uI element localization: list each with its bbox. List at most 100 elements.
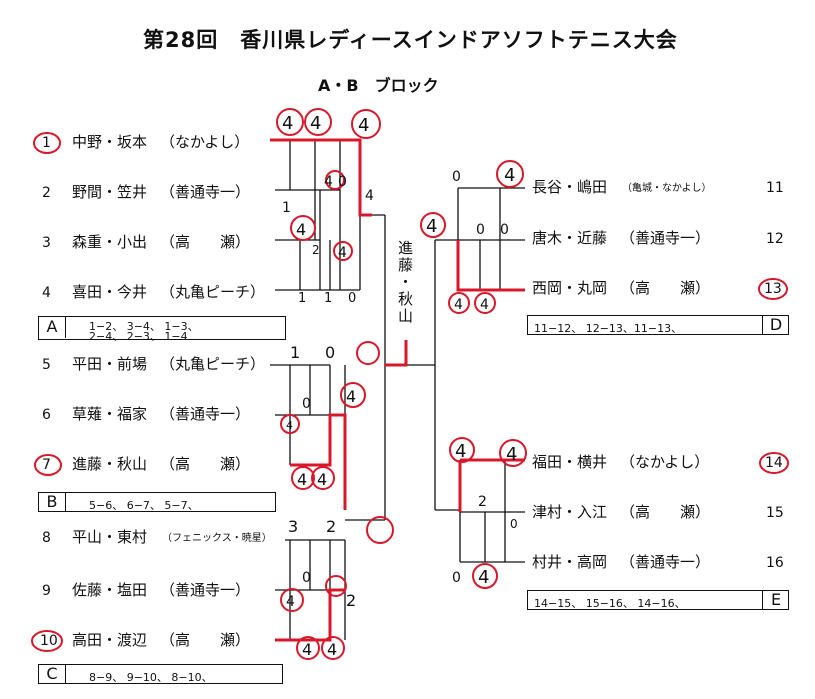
entry-club: （善通寺一）: [160, 581, 251, 599]
score-text: 4: [286, 419, 293, 432]
entry-number: 9: [42, 583, 51, 599]
seed-circle-13: [758, 278, 788, 300]
block-letter: B: [39, 492, 66, 512]
seed-circle-1: [33, 132, 61, 154]
score-text: 3: [288, 517, 298, 536]
entry-club: （高 瀬）: [160, 631, 251, 649]
block-subtitle: A・B ブロック: [318, 76, 439, 95]
entry-number: 5: [42, 357, 51, 373]
final-winner-label: 進藤・秋山: [396, 240, 414, 325]
entry-number: 10: [40, 633, 58, 649]
score-text: 0: [302, 396, 311, 412]
entry-names: 平田・前場: [72, 355, 148, 373]
entry-number: 16: [766, 555, 784, 571]
block-d-lines: [457, 187, 525, 291]
entry-names: 進藤・秋山: [72, 455, 148, 473]
score-text: 4: [506, 444, 517, 465]
score-text: 2: [312, 243, 320, 257]
match-order-box-c: C 8−9、 9−10、 8−10、: [38, 664, 283, 684]
match-order-text: 11−12、 12−13、11−13、: [534, 322, 683, 335]
score-text: 0: [325, 343, 335, 362]
match-order-text: 5−6、 6−7、 5−7、: [89, 499, 199, 512]
block-letter: E: [762, 590, 789, 610]
score-text: 4: [297, 470, 307, 489]
score-text: 4: [324, 174, 333, 190]
match-order-text: 2−4、 2−3、 1−4: [89, 330, 188, 343]
score-text: 1: [324, 291, 332, 306]
match-order-text: 14−15、 15−16、 14−16、: [534, 597, 686, 610]
winner-path: [270, 138, 525, 642]
score-text: 0: [348, 291, 356, 306]
score-text: 0: [338, 174, 347, 190]
entry-club: （高 瀬）: [160, 233, 251, 251]
score-text: 1: [298, 291, 306, 306]
score-text: 4: [478, 567, 489, 588]
score-text: 1: [290, 343, 300, 362]
entry-names: 唐木・近藤: [532, 229, 608, 247]
match-order-text: 1−2、 3−4、 1−3、: [89, 320, 199, 333]
entry-names: 西岡・丸岡: [532, 279, 608, 297]
match-order-box-b: B 5−6、 6−7、 5−7、: [38, 492, 276, 512]
entry-names: 佐藤・塩田: [72, 581, 148, 599]
seed-circle-10: [31, 630, 63, 652]
entry-number: 8: [42, 530, 51, 546]
entry-names: 平山・東村: [72, 528, 148, 546]
score-text: 4: [454, 297, 463, 313]
entry-names: 津村・入江: [532, 503, 608, 521]
entry-names: 中野・坂本: [72, 133, 148, 151]
entry-club: （高 瀬）: [620, 279, 711, 297]
block-letter: C: [39, 664, 66, 684]
entry-number: 1: [42, 135, 51, 151]
match-order-text: 8−9、 9−10、 8−10、: [89, 671, 213, 684]
match-order-box-e: 14−15、 15−16、 14−16、 E: [527, 590, 789, 610]
match-order-box-d: 11−12、 12−13、11−13、 D: [527, 315, 789, 335]
entry-names: 福田・横井: [532, 453, 608, 471]
entry-number: 13: [764, 281, 782, 297]
entry-club: （丸亀ピーチ）: [160, 355, 266, 373]
entry-number: 4: [42, 285, 51, 301]
seed-circle-14: [759, 452, 789, 474]
score-text: 1: [282, 200, 291, 216]
page-title: 第28回 香川県レディースインドアソフトテニス大会: [143, 28, 678, 52]
entry-club: （フェニックス・暁星）: [162, 533, 272, 544]
score-text: 0: [452, 169, 461, 185]
score-text: 4: [302, 640, 312, 659]
score-text: 2: [326, 517, 336, 536]
score-text: 4: [296, 220, 306, 239]
seed-circles: [31, 132, 789, 652]
score-text: 2: [478, 494, 487, 510]
entry-names: 喜田・今井: [72, 283, 148, 301]
entry-club: （なかよし）: [160, 133, 250, 151]
entry-number: 7: [42, 457, 51, 473]
score-text: 4: [455, 441, 466, 462]
winning-score-circles: [276, 108, 527, 660]
entry-number: 2: [42, 185, 51, 201]
score-text: 0: [500, 222, 509, 238]
score-text: 4: [365, 188, 374, 204]
entry-club: （善通寺一）: [160, 183, 251, 201]
entry-number: 12: [766, 231, 784, 247]
score-text: 4: [426, 216, 437, 237]
entry-number: 11: [766, 180, 784, 196]
score-text: 0: [302, 570, 311, 586]
match-order-box-a: A 1−2、 3−4、 1−3、 2−4、 2−3、 1−4: [38, 316, 286, 343]
score-text: 4: [310, 113, 321, 134]
entry-club: （善通寺一）: [620, 229, 711, 247]
entry-names: 長谷・嶋田: [532, 178, 608, 196]
entry-names: 村井・高岡: [532, 553, 608, 571]
entry-number: 6: [42, 407, 51, 423]
entry-names: 高田・渡辺: [72, 631, 148, 649]
score-text: 4: [346, 387, 356, 406]
score-text: 4: [358, 115, 369, 136]
score-text: 4: [338, 245, 347, 261]
entry-names: 草薙・福家: [72, 405, 148, 423]
entry-names: 野間・笠井: [72, 183, 148, 201]
central-bracket: [345, 215, 460, 521]
score-texts: 4 4 4 4 0 4 4 1 2 4 1 1 0 1 0 0 4 4 4 4 …: [282, 113, 518, 659]
entry-club: （なかよし）: [620, 453, 710, 471]
score-text: 0: [452, 570, 461, 586]
score-text: 4: [327, 640, 337, 659]
score-text: 4: [317, 470, 327, 489]
entry-club: （亀城・なかよし）: [622, 183, 712, 194]
